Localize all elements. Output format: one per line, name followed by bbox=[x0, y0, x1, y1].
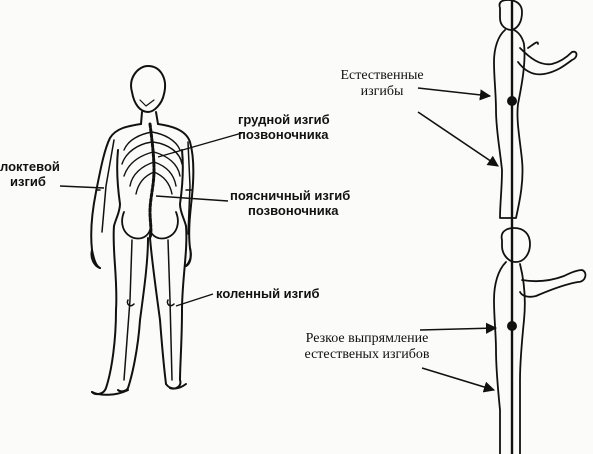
straightening-line1: Резкое выпрямление bbox=[305, 331, 429, 346]
lumbar-label: поясничный изгиб позвоночника bbox=[230, 188, 350, 218]
lumbar-label-line2: позвоночника bbox=[248, 203, 339, 218]
straight-arrow-bottom bbox=[421, 367, 496, 393]
upper-center-dot bbox=[507, 96, 517, 106]
natural-arrow-bottom bbox=[417, 111, 499, 167]
pelvis bbox=[121, 211, 179, 240]
ribs bbox=[121, 131, 183, 195]
straightening-line2: естественых изгибов bbox=[304, 347, 430, 362]
natural-curves-line2: изгибы bbox=[360, 84, 404, 99]
thoracic-pointer bbox=[157, 132, 243, 158]
natural-arrow-top bbox=[417, 87, 492, 101]
lower-head bbox=[500, 227, 531, 263]
left-pointers bbox=[59, 132, 243, 307]
arm-bones bbox=[95, 139, 193, 235]
right-arrows bbox=[417, 87, 499, 393]
hands bbox=[90, 247, 192, 269]
straight-arrow-top bbox=[419, 322, 498, 334]
straightening-label: Резкое выпрямление естественых изгибов bbox=[292, 331, 442, 363]
thoracic-label-line1: грудной изгиб bbox=[238, 112, 330, 127]
lumbar-label-line1: поясничный изгиб bbox=[230, 188, 351, 203]
lower-arm bbox=[519, 269, 587, 298]
natural-curves-line1: Естественные bbox=[340, 68, 424, 83]
knee-pointer bbox=[175, 293, 214, 307]
elbow-label-line1: локтевой bbox=[0, 159, 60, 174]
spine bbox=[148, 122, 156, 240]
skull-outline bbox=[130, 65, 166, 113]
upper-figure bbox=[493, 0, 578, 219]
knee-label-line1: коленный изгиб bbox=[216, 286, 320, 301]
leg-bones bbox=[123, 239, 175, 381]
upper-body bbox=[493, 29, 526, 219]
lower-figure bbox=[493, 227, 587, 454]
elbow-label-line2: изгиб bbox=[10, 174, 46, 189]
skeleton-figure bbox=[90, 65, 195, 396]
lower-body bbox=[493, 261, 526, 454]
knee-label: коленный изгиб bbox=[216, 286, 320, 301]
thoracic-label: грудной изгиб позвоночника bbox=[238, 112, 330, 142]
lumbar-pointer bbox=[155, 195, 229, 202]
natural-curves-label: Естественные изгибы bbox=[322, 68, 442, 100]
elbow-pointer bbox=[59, 185, 105, 189]
upper-head bbox=[498, 0, 523, 31]
upper-arm bbox=[517, 47, 578, 76]
elbow-label: локтевой изгиб bbox=[0, 159, 60, 189]
lower-center-dot bbox=[507, 321, 517, 331]
thoracic-label-line2: позвоночника bbox=[238, 127, 329, 142]
